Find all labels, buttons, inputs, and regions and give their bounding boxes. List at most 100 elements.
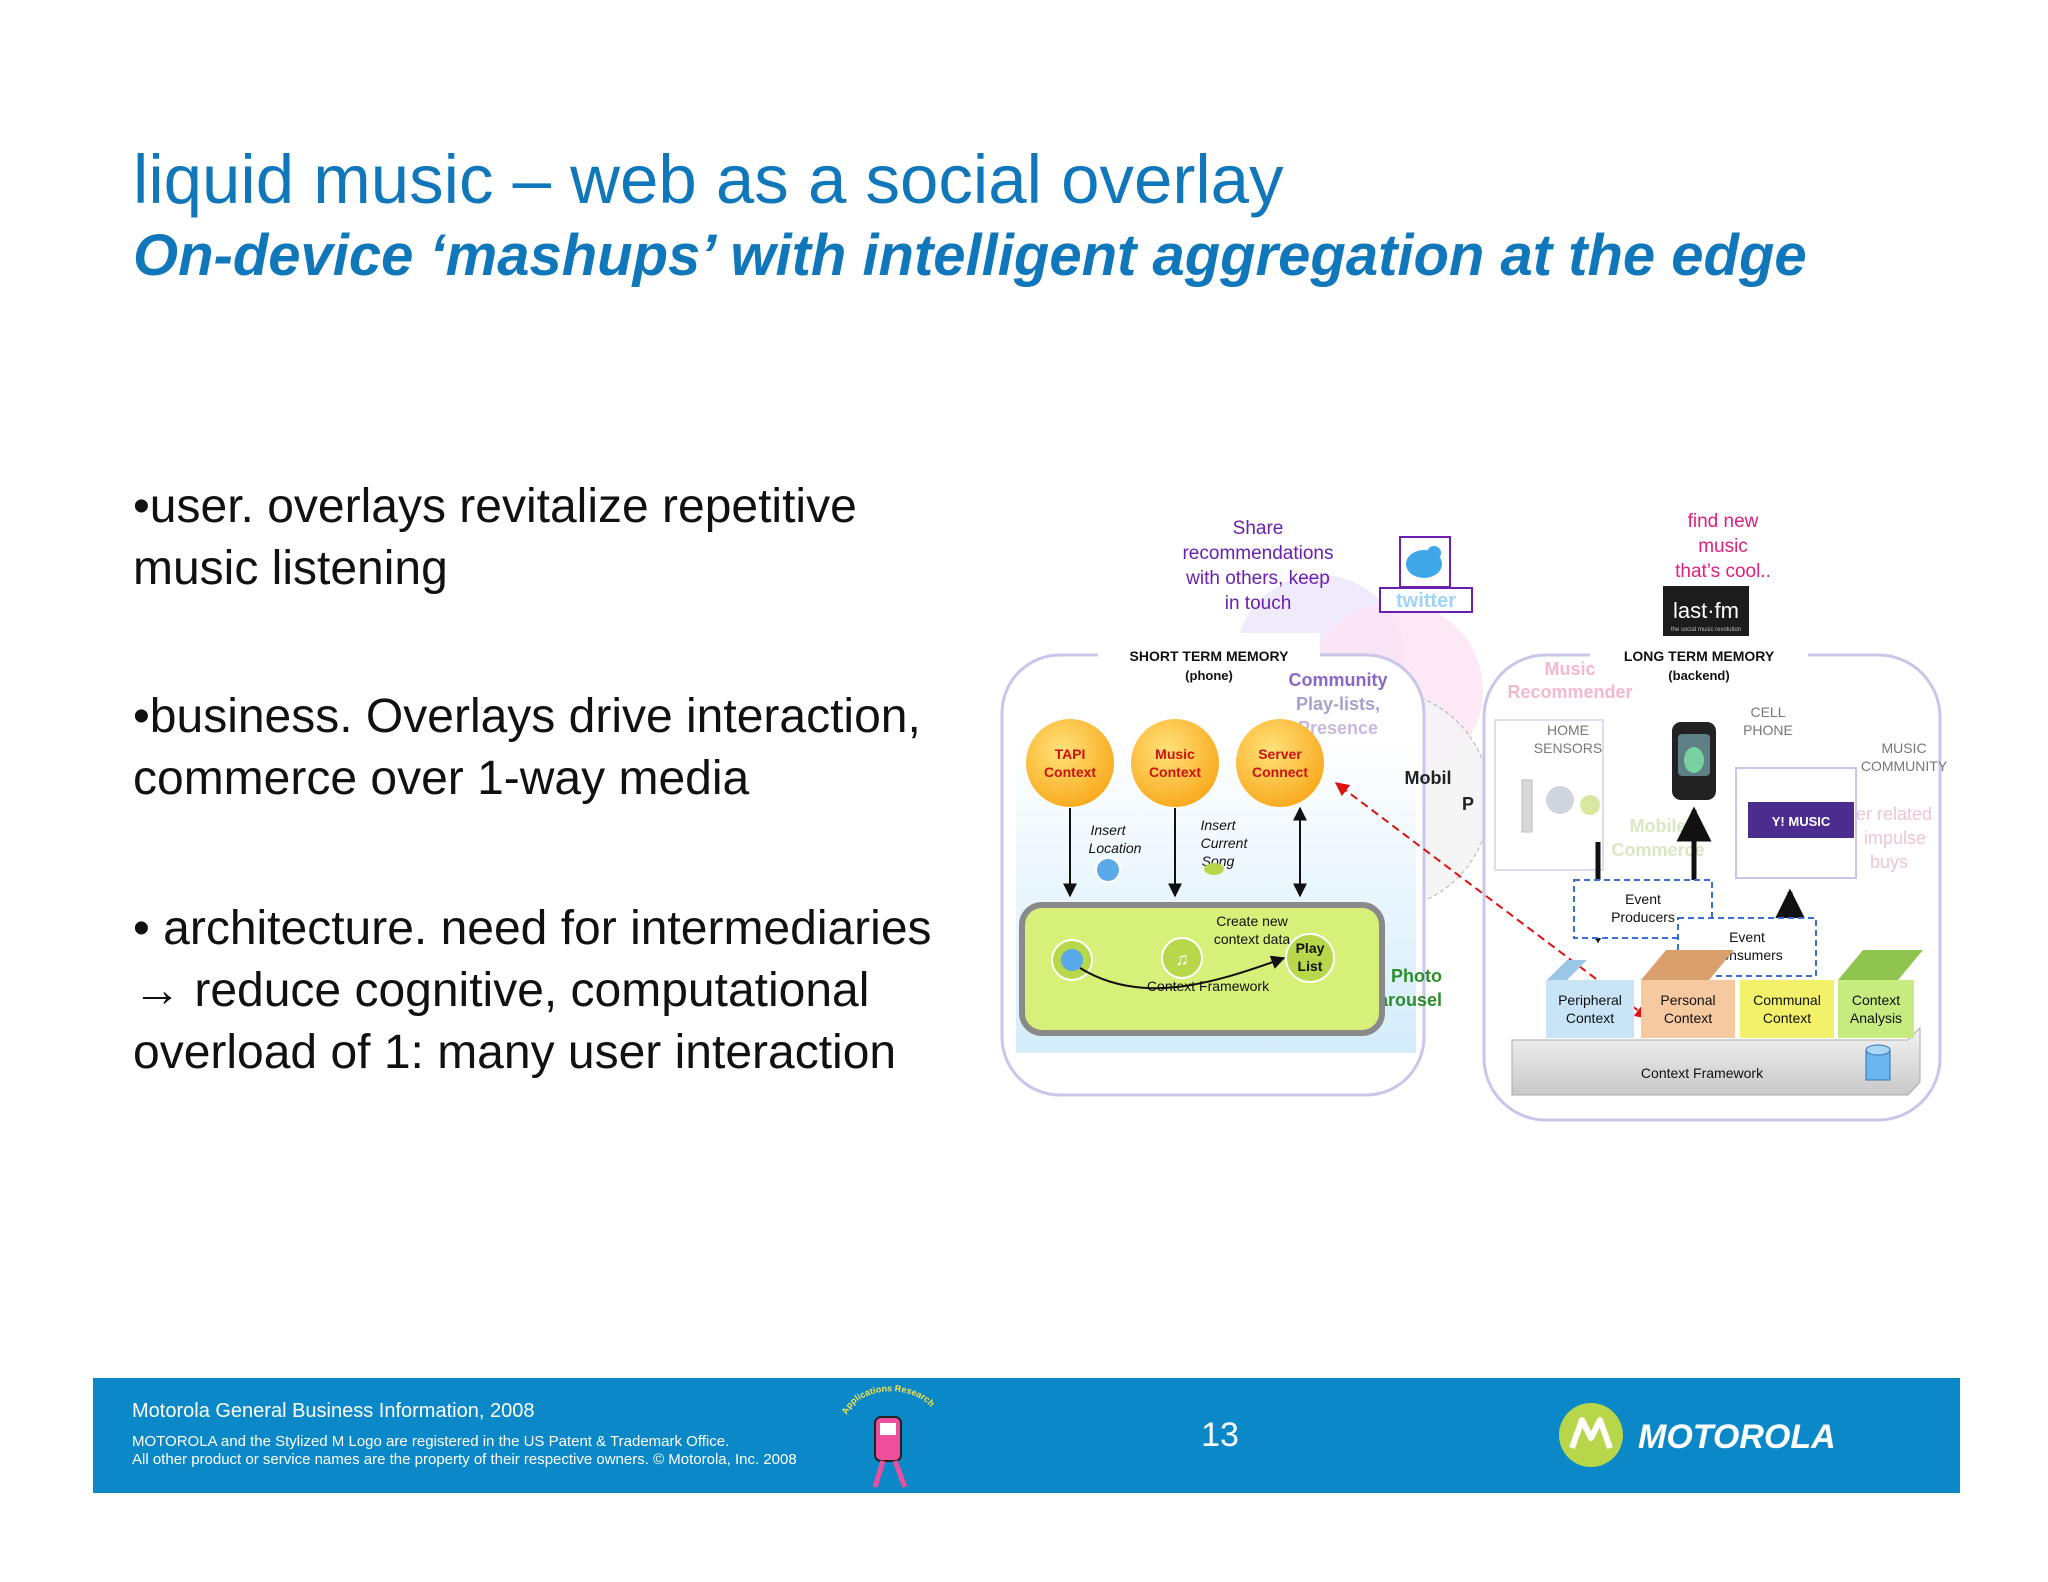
svg-text:music: music — [1698, 536, 1748, 557]
svg-text:CELL: CELL — [1750, 704, 1785, 720]
svg-text:Server: Server — [1258, 746, 1302, 762]
long-term-title: LONG TERM MEMORY — [1624, 648, 1775, 664]
svg-text:Context: Context — [1044, 764, 1096, 780]
svg-text:Insert: Insert — [1200, 817, 1236, 833]
svg-text:Event: Event — [1625, 891, 1661, 907]
motorola-logo: MOTOROLA — [1559, 1403, 1836, 1467]
insert-location-label: Insert Location — [1089, 822, 1142, 856]
svg-text:recommendations: recommendations — [1182, 543, 1333, 564]
svg-text:that’s cool..: that’s cool.. — [1675, 561, 1771, 582]
context-block-analysis: Context Analysis — [1838, 950, 1923, 1038]
short-term-sub: (phone) — [1185, 668, 1233, 683]
svg-text:er related: er related — [1856, 804, 1932, 824]
footer-info: Motorola General Business Information, 2… — [132, 1400, 535, 1422]
faded-impulse-text: er related impulse buys — [1856, 804, 1932, 872]
twitter-logo: twitter — [1379, 536, 1473, 613]
context-block-personal: Personal Context — [1641, 950, 1735, 1038]
svg-text:Mobil: Mobil — [1405, 768, 1452, 788]
svg-text:Current: Current — [1201, 835, 1249, 851]
svg-text:Personal: Personal — [1660, 992, 1715, 1008]
footer-bar — [93, 1378, 1960, 1493]
svg-text:Context Framework: Context Framework — [1641, 1065, 1764, 1081]
yahoo-music-logo: Y! MUSIC — [1748, 802, 1854, 838]
home-sensors-label: HOME SENSORS — [1534, 722, 1602, 756]
svg-text:Commerce: Commerce — [1611, 840, 1704, 860]
slide-subtitle: On-device ‘mashups’ with intelligent agg… — [133, 223, 1807, 288]
svg-text:Share: Share — [1233, 518, 1284, 539]
svg-text:Applications Research: Applications Research — [840, 1383, 937, 1416]
bullet-line: overload of 1: many user interaction — [133, 1026, 897, 1079]
context-block-communal: Communal Context — [1740, 980, 1834, 1038]
svg-text:buys: buys — [1870, 852, 1908, 872]
music-note-icon — [1204, 863, 1224, 875]
context-framework-base: Context Framework — [1511, 1026, 1921, 1096]
short-term-title: SHORT TERM MEMORY — [1130, 648, 1290, 664]
bullet-line: •business. Overlays drive interaction, — [133, 690, 921, 743]
footer-legal-line: All other product or service names are t… — [132, 1451, 797, 1468]
cell-phone-label: CELL PHONE — [1743, 704, 1793, 738]
svg-text:Location: Location — [1089, 840, 1142, 856]
bullet-line: music listening — [133, 542, 448, 595]
lastfm-logo: last·fm the social music revolution — [1663, 586, 1749, 636]
svg-text:Music: Music — [1544, 659, 1595, 679]
applications-research-mascot-icon: Applications Research — [840, 1383, 937, 1488]
svg-text:the social music revolution: the social music revolution — [1671, 627, 1741, 633]
svg-text:Context: Context — [1149, 764, 1201, 780]
music-community-label: MUSIC COMMUNITY — [1861, 740, 1948, 774]
home-sensors-icon — [1521, 779, 1600, 833]
svg-text:Insert: Insert — [1090, 822, 1126, 838]
server-connect-circle: Server Connect — [1236, 719, 1324, 807]
tapi-context-circle: TAPI Context — [1026, 719, 1114, 807]
find-new-music-text: find new music that’s cool.. — [1675, 511, 1771, 582]
community-label: Community Play-lists, Presence — [1289, 670, 1388, 738]
database-icon — [1865, 1044, 1891, 1081]
svg-text:in touch: in touch — [1225, 593, 1292, 614]
play-list-label: Play — [1296, 940, 1325, 956]
bullet-architecture: • architecture. need for intermediaries … — [133, 898, 1013, 1084]
bullet-user: •user. overlays revitalize repetitive mu… — [133, 476, 1013, 600]
svg-text:SENSORS: SENSORS — [1534, 740, 1602, 756]
svg-text:Community: Community — [1289, 670, 1388, 690]
svg-text:with others, keep: with others, keep — [1185, 568, 1330, 589]
svg-text:Presence: Presence — [1298, 718, 1378, 738]
cell-phone-icon — [1672, 722, 1716, 800]
svg-text:twitter: twitter — [1396, 590, 1456, 612]
music-context-circle: Music Context — [1131, 719, 1219, 807]
svg-text:Event: Event — [1729, 929, 1765, 945]
svg-text:Photo: Photo — [1391, 966, 1442, 986]
long-term-sub: (backend) — [1668, 668, 1729, 683]
svg-text:Create new: Create new — [1216, 913, 1288, 929]
svg-text:Play-lists,: Play-lists, — [1296, 694, 1380, 714]
svg-text:MUSIC: MUSIC — [1881, 740, 1926, 756]
context-block-peripheral: Peripheral Context — [1546, 960, 1634, 1038]
svg-text:PHONE: PHONE — [1743, 722, 1793, 738]
bullet-line: •user. overlays revitalize repetitive — [133, 480, 857, 533]
svg-text:Context: Context — [1852, 992, 1900, 1008]
bullet-line: → reduce cognitive, computational — [133, 964, 870, 1017]
music-recommender-label: Music Recommender — [1507, 659, 1632, 702]
bullet-business: •business. Overlays drive interaction, c… — [133, 686, 1013, 810]
svg-text:Peripheral: Peripheral — [1558, 992, 1622, 1008]
slide-title: liquid music – web as a social overlay — [133, 141, 1284, 218]
svg-text:♫: ♫ — [1175, 949, 1189, 969]
svg-text:Connect: Connect — [1252, 764, 1308, 780]
svg-text:COMMUNITY: COMMUNITY — [1861, 758, 1948, 774]
bullet-line: commerce over 1-way media — [133, 752, 750, 805]
footer-legal-line: MOTOROLA and the Stylized M Logo are reg… — [132, 1433, 730, 1450]
share-recommendations-text: Share recommendations with others, keep … — [1182, 518, 1333, 614]
svg-text:TAPI: TAPI — [1055, 746, 1086, 762]
svg-text:Y! MUSIC: Y! MUSIC — [1772, 814, 1831, 829]
svg-text:Context: Context — [1763, 1010, 1811, 1026]
page-number: 13 — [1201, 1416, 1239, 1454]
svg-text:List: List — [1298, 958, 1323, 974]
svg-text:Music: Music — [1155, 746, 1195, 762]
globe-icon — [1095, 857, 1121, 883]
architecture-diagram: SHORT TERM MEMORY (phone) LONG TERM MEMO… — [1000, 511, 1948, 1122]
svg-text:Mobile: Mobile — [1630, 816, 1687, 836]
svg-text:last·fm: last·fm — [1673, 598, 1739, 623]
svg-text:Context: Context — [1664, 1010, 1712, 1026]
svg-text:Communal: Communal — [1753, 992, 1821, 1008]
bullet-line: • architecture. need for intermediaries — [133, 902, 932, 955]
svg-text:Analysis: Analysis — [1850, 1010, 1902, 1026]
svg-text:Producers: Producers — [1611, 909, 1675, 925]
